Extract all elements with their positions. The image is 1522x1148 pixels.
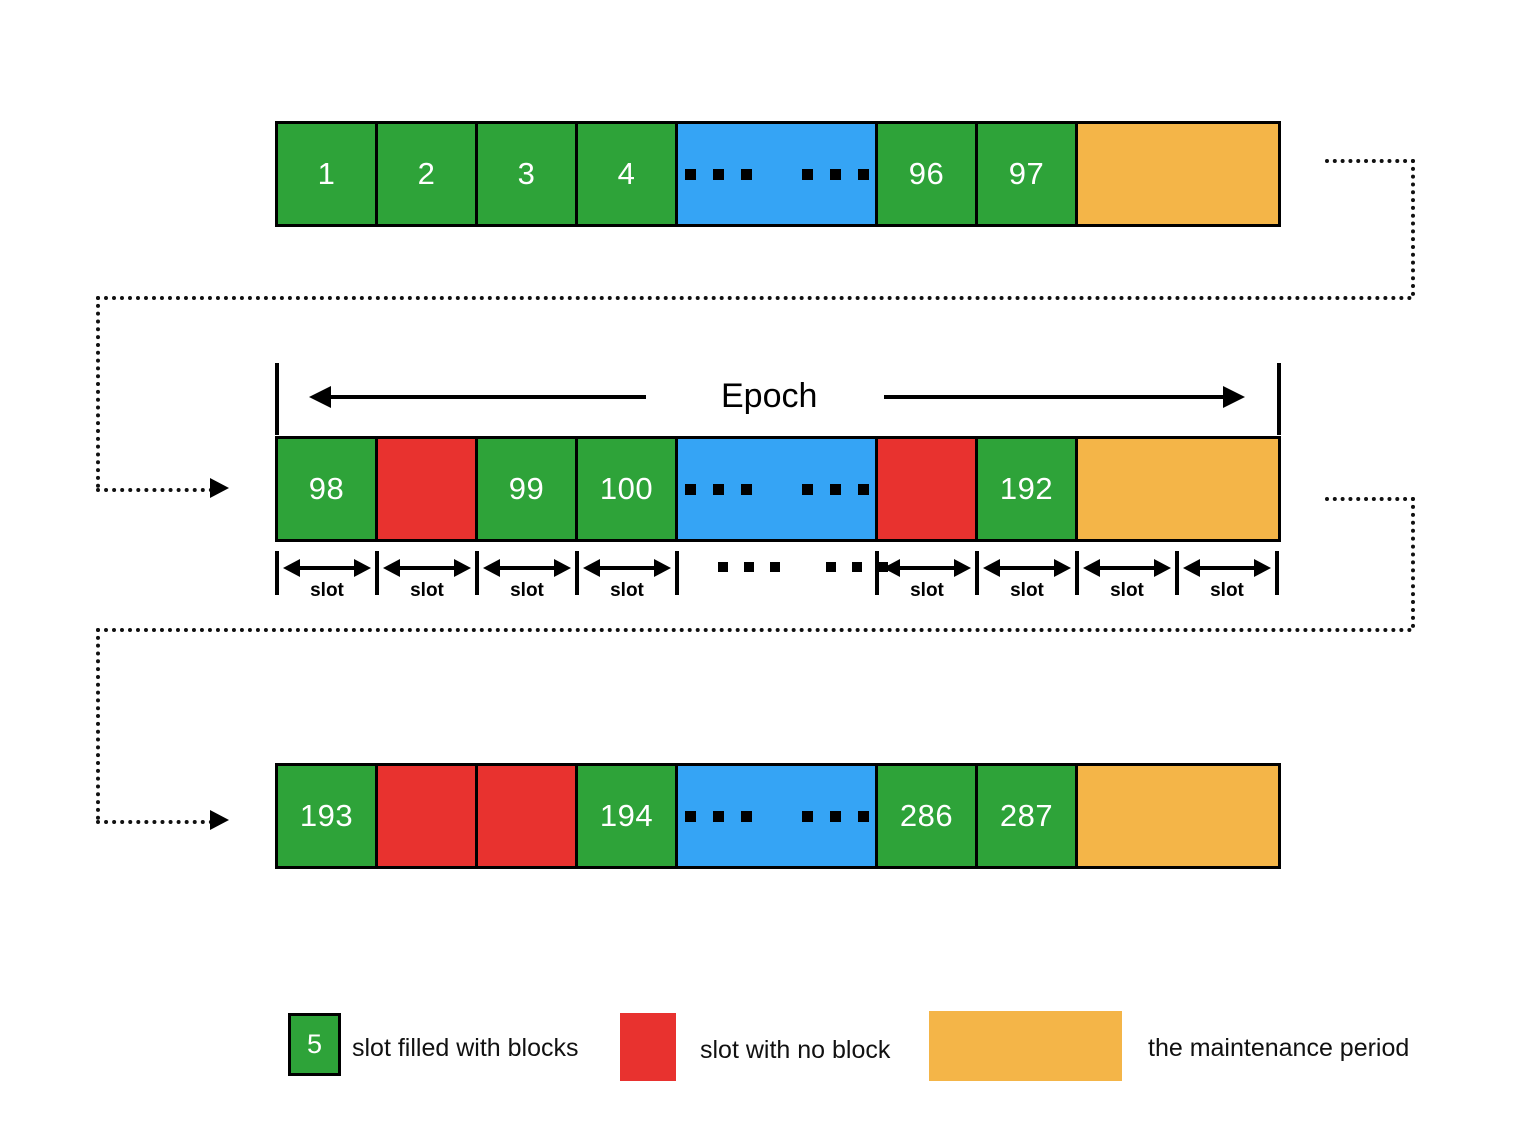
slot-measure-label: slot bbox=[1010, 580, 1044, 601]
slot-cell: 192 bbox=[978, 439, 1078, 539]
slot-measure: slot bbox=[983, 555, 1071, 601]
slot-cell-label: 100 bbox=[599, 471, 654, 506]
epoch-arrow-right-icon bbox=[1223, 386, 1245, 408]
slot-cell: 1 bbox=[278, 124, 378, 224]
connector-1-arrow-icon bbox=[210, 478, 229, 498]
slot-measure: slot bbox=[383, 555, 471, 601]
slot-cell: 287 bbox=[978, 766, 1078, 866]
slot-cell-label: 3 bbox=[517, 156, 536, 191]
slot-cell-ellipsis bbox=[678, 124, 878, 224]
slot-cell-label: 193 bbox=[299, 798, 354, 833]
legend-label-filled: slot filled with blocks bbox=[352, 1034, 579, 1062]
slot-cell: 97 bbox=[978, 124, 1078, 224]
connector-1-segment-h-top bbox=[1325, 159, 1415, 163]
slot-measure: slot bbox=[583, 555, 671, 601]
slot-measure: slot bbox=[1183, 555, 1271, 601]
connector-2-segment-v-left bbox=[96, 628, 100, 820]
ellipsis-icon bbox=[718, 562, 888, 572]
connector-1-segment-v bbox=[1411, 159, 1415, 296]
slot-tick bbox=[475, 551, 479, 595]
legend-label-empty: slot with no block bbox=[700, 1036, 891, 1064]
slot-cell: 193 bbox=[278, 766, 378, 866]
epoch-label: Epoch bbox=[721, 377, 818, 415]
legend-swatch-number: 5 bbox=[306, 1029, 323, 1059]
timeline-row-2: 98 99 100 192 bbox=[275, 436, 1281, 542]
slot-measure-label: slot bbox=[410, 580, 444, 601]
slot-cell-label: 99 bbox=[508, 471, 545, 506]
slot-tick bbox=[975, 551, 979, 595]
slot-cell-label: 2 bbox=[417, 156, 436, 191]
slot-cell-label: 97 bbox=[1008, 156, 1045, 191]
slot-cell: 100 bbox=[578, 439, 678, 539]
slot-cell-label: 1 bbox=[317, 156, 336, 191]
slot-tick bbox=[375, 551, 379, 595]
connector-2-segment-h-mid bbox=[96, 628, 1413, 632]
slot-cell-ellipsis bbox=[678, 439, 878, 539]
slot-cell-empty bbox=[378, 766, 478, 866]
slot-cell: 98 bbox=[278, 439, 378, 539]
slot-measure: slot bbox=[883, 555, 971, 601]
slot-cell: 3 bbox=[478, 124, 578, 224]
slot-cell: 194 bbox=[578, 766, 678, 866]
slot-cell-label: 287 bbox=[999, 798, 1054, 833]
connector-1-segment-h-mid bbox=[96, 296, 1413, 300]
slot-measure-label: slot bbox=[1110, 580, 1144, 601]
slot-cell: 4 bbox=[578, 124, 678, 224]
connector-2-segment-h-top bbox=[1325, 497, 1415, 501]
slot-cell: 2 bbox=[378, 124, 478, 224]
slot-cell-label: 4 bbox=[617, 156, 636, 191]
timeline-row-1: 1 2 3 4 96 97 bbox=[275, 121, 1281, 227]
slot-cell-label: 98 bbox=[308, 471, 345, 506]
epoch-line-right bbox=[884, 395, 1224, 399]
slot-measure: slot bbox=[283, 555, 371, 601]
slot-tick bbox=[575, 551, 579, 595]
epoch-line-left bbox=[330, 395, 646, 399]
slot-tick bbox=[675, 551, 679, 595]
slot-cell-label: 192 bbox=[999, 471, 1054, 506]
maintenance-period-cell bbox=[1078, 439, 1278, 539]
slot-tick bbox=[1275, 551, 1279, 595]
slot-cell-label: 286 bbox=[899, 798, 954, 833]
legend-swatch-red bbox=[620, 1013, 676, 1081]
slot-measure-label: slot bbox=[510, 580, 544, 601]
slot-cell-ellipsis bbox=[678, 766, 878, 866]
connector-2-segment-v bbox=[1411, 497, 1415, 628]
slot-cell: 286 bbox=[878, 766, 978, 866]
epoch-arrow-left-icon bbox=[309, 386, 331, 408]
connector-1-segment-v-left bbox=[96, 296, 100, 488]
legend-label-maintenance: the maintenance period bbox=[1148, 1034, 1410, 1062]
slot-tick bbox=[1075, 551, 1079, 595]
maintenance-period-cell bbox=[1078, 766, 1278, 866]
slot-cell-empty bbox=[878, 439, 978, 539]
ellipsis-icon bbox=[684, 483, 869, 495]
legend-swatch-orange bbox=[929, 1011, 1122, 1081]
slot-measure-label: slot bbox=[910, 580, 944, 601]
ellipsis-icon bbox=[684, 168, 869, 180]
slot-measure-label: slot bbox=[610, 580, 644, 601]
slot-cell: 96 bbox=[878, 124, 978, 224]
legend-swatch-green: 5 bbox=[288, 1013, 341, 1076]
epoch-tick-left bbox=[275, 363, 279, 435]
slot-tick bbox=[1175, 551, 1179, 595]
slot-cell-label: 96 bbox=[908, 156, 945, 191]
ellipsis-icon bbox=[684, 810, 869, 822]
connector-2-segment-h-bottom bbox=[96, 820, 213, 824]
slot-cell-empty bbox=[478, 766, 578, 866]
epoch-tick-right bbox=[1277, 363, 1281, 435]
slot-measure-label: slot bbox=[310, 580, 344, 601]
connector-1-segment-h-bottom bbox=[96, 488, 213, 492]
slot-cell: 99 bbox=[478, 439, 578, 539]
timeline-row-3: 193 194 286 287 bbox=[275, 763, 1281, 869]
slot-cell-empty bbox=[378, 439, 478, 539]
connector-2-arrow-icon bbox=[210, 810, 229, 830]
slot-measure-label: slot bbox=[1210, 580, 1244, 601]
slot-tick bbox=[275, 551, 279, 595]
slot-measure: slot bbox=[483, 555, 571, 601]
slot-cell-label: 194 bbox=[599, 798, 654, 833]
slot-tick bbox=[875, 551, 879, 595]
slot-measure: slot bbox=[1083, 555, 1171, 601]
maintenance-period-cell bbox=[1078, 124, 1278, 224]
